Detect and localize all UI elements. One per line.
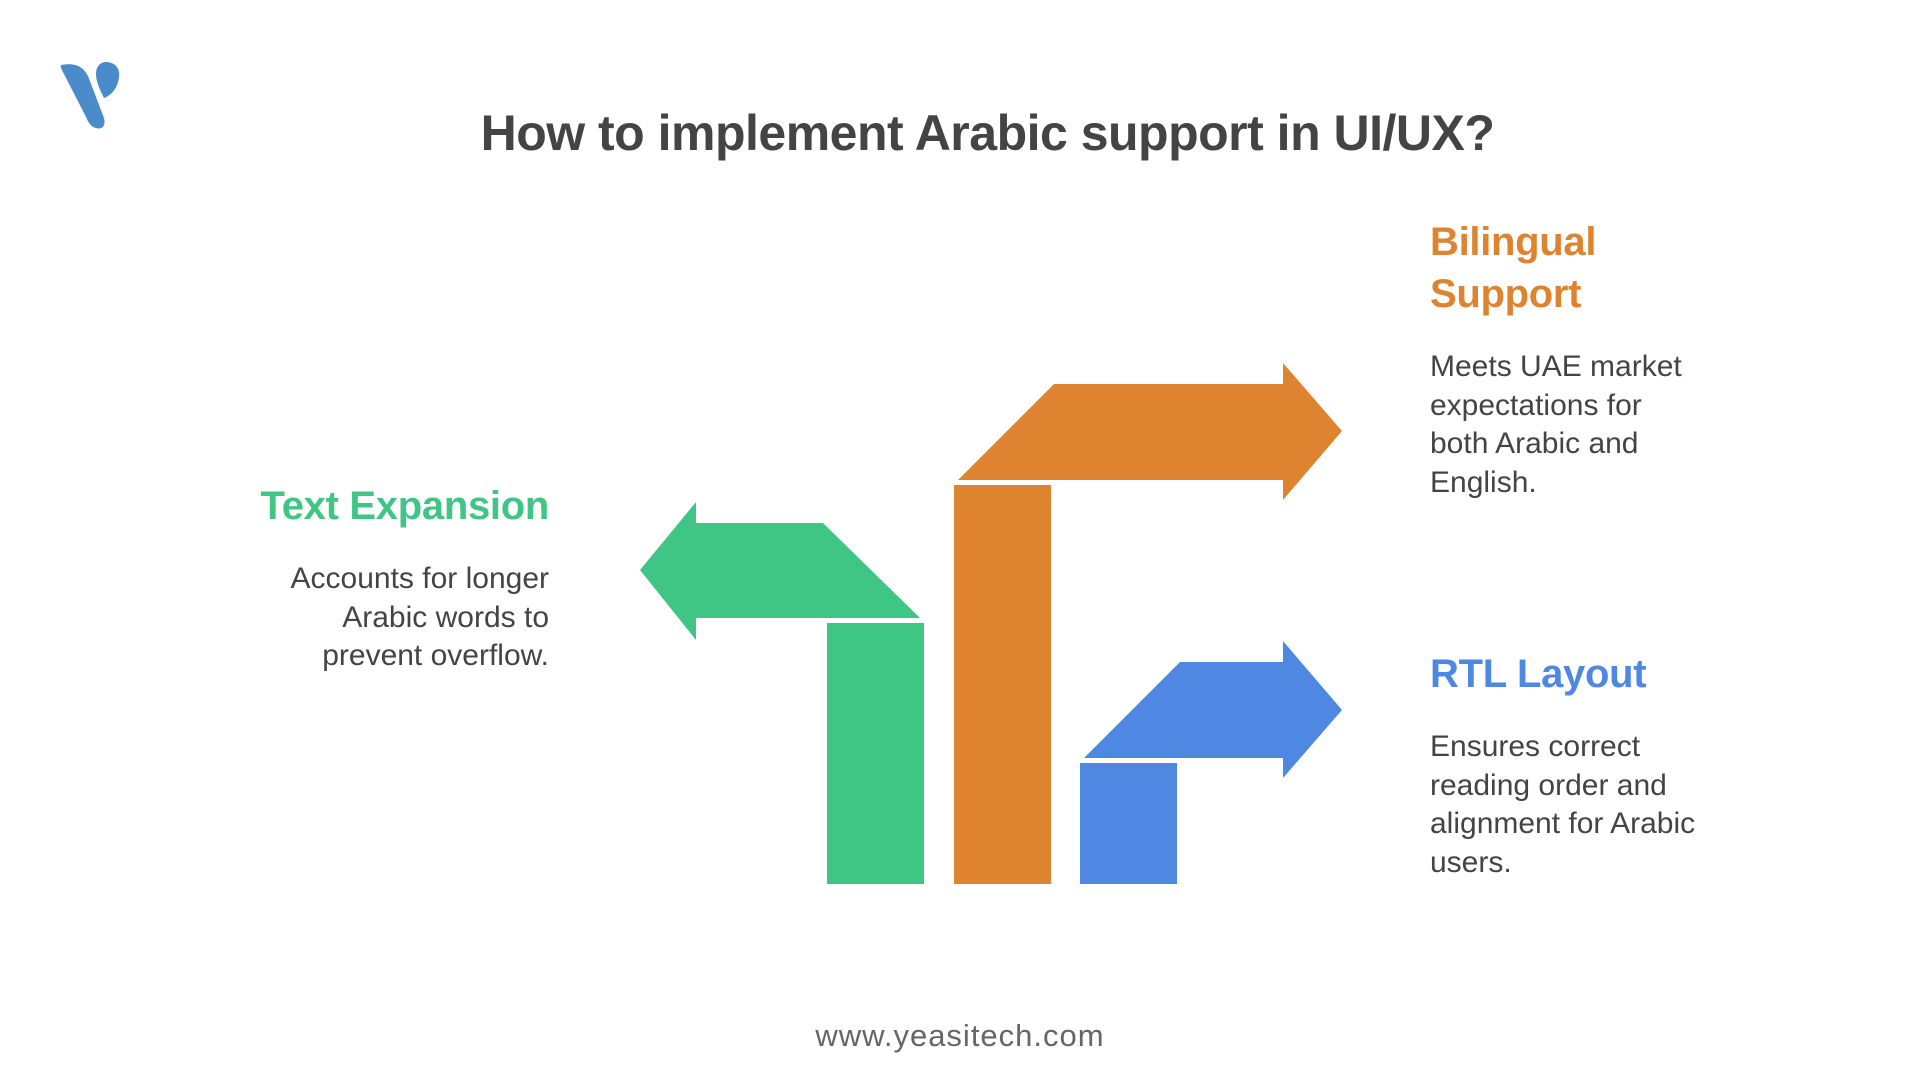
right-arrow-icon-orange — [954, 363, 1342, 884]
item-bilingual-support: Bilingual Support Meets UAE market expec… — [1430, 216, 1750, 502]
right-arrow-icon-blue — [1080, 641, 1342, 884]
left-arrow-icon — [640, 502, 924, 884]
item-rtl-layout: RTL Layout Ensures correct reading order… — [1430, 648, 1750, 882]
footer-url: www.yeasitech.com — [815, 1018, 1105, 1053]
item-text-expansion: Text Expansion Accounts for longer Arabi… — [200, 480, 550, 676]
item-description: Accounts for longer Arabic words to prev… — [290, 562, 549, 672]
item-description: Meets UAE market expectations for both A… — [1430, 350, 1682, 499]
item-heading: Bilingual Support — [1430, 220, 1597, 316]
item-heading: RTL Layout — [1430, 652, 1647, 696]
item-heading: Text Expansion — [260, 484, 550, 528]
brand-logo-icon — [60, 62, 120, 129]
page-title: How to implement Arabic support in UI/UX… — [480, 105, 1495, 161]
item-description: Ensures correct reading order and alignm… — [1430, 730, 1696, 879]
